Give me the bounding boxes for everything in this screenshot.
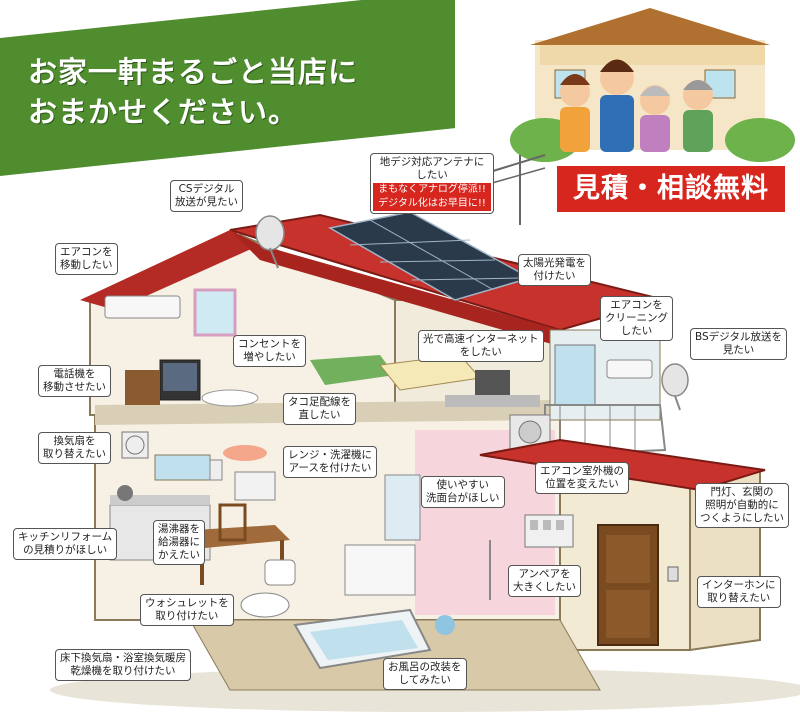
callout-text: 取り替えたい [43, 448, 106, 460]
upstairs-living [125, 288, 259, 407]
aircon-unit-right [606, 359, 653, 379]
callout-aircon-clean: エアコンを クリーニング したい [600, 296, 673, 341]
callout-outdoor-unit: エアコン室外機の 位置を変えたい [535, 462, 629, 494]
callout-text: 取り付けたい [155, 610, 219, 622]
callout-internet: 光で高速インターネット をしたい [418, 330, 544, 362]
callout-text: 移動したい [60, 259, 113, 271]
callout-text: エアコンを [60, 246, 113, 258]
callout-text: BSデジタル放送を [695, 331, 782, 343]
callout-outlet: コンセントを 増やしたい [233, 335, 306, 367]
intercom-icon [667, 566, 679, 582]
callout-text: クリーニング [605, 312, 668, 324]
callout-text: つくようにしたい [700, 512, 784, 524]
callout-text: 見たい [722, 344, 755, 356]
front-door [597, 524, 659, 646]
callout-vent-fan: 換気扇を 取り替えたい [38, 432, 111, 464]
headline-line-2: おまかせください。 [28, 95, 299, 129]
callout-antenna: 地デジ対応アンテナに したい まもなくアナログ停派!! デジタル化はお早目に!! [370, 153, 494, 214]
analog-warning-2: デジタル化はお早目に!! [373, 197, 491, 211]
aircon-unit-left [104, 295, 181, 319]
callout-text: 電話機を [53, 368, 96, 380]
callout-text: アースを付けたい [288, 462, 372, 474]
callout-kitchen-reform: キッチンリフォーム の見積りがほしい [13, 528, 118, 560]
callout-text: したい [620, 325, 653, 337]
analog-warning-1: まもなくアナログ停派!! [373, 183, 491, 197]
callout-text: インターホンに [702, 579, 776, 591]
washstand [344, 474, 421, 596]
callout-text: 放送が見たい [175, 196, 238, 208]
callout-water-heater: 湯沸器を 給湯器に かえたい [153, 520, 205, 565]
callout-text: 取り替えたい [707, 592, 771, 604]
callout-aircon-move: エアコンを 移動したい [55, 243, 118, 275]
callout-text: かえたい [158, 549, 200, 561]
toilet [240, 559, 296, 618]
callout-text: 床下換気扇・浴室換気暖房 [60, 652, 186, 664]
callout-text: 使いやすい [436, 479, 490, 491]
callout-text: 門灯、玄関の [710, 486, 774, 498]
callout-text: 太陽光発電を [523, 257, 586, 269]
callout-washlet: ウォシュレットを 取り付けたい [140, 594, 234, 626]
callout-cs-digital: CSデジタル 放送が見たい [170, 180, 243, 212]
callout-text: 付けたい [533, 270, 576, 282]
callout-text: をしたい [459, 346, 502, 358]
headline-line-1: お家一軒まるごと当店に [28, 55, 359, 89]
headline-text: お家一軒まるごと当店に おまかせください。 [28, 52, 358, 132]
callout-amperage: アンペアを 大きくしたい [508, 565, 581, 597]
callout-text: 給湯器に [158, 536, 200, 548]
callout-range-earth: レンジ・洗濯機に アースを付けたい [283, 446, 377, 478]
upstairs-bedroom [310, 354, 540, 407]
callout-text: したい [416, 169, 448, 181]
callout-text: お風呂の改装を [388, 661, 462, 673]
callout-phone: 電話機を 移動させたい [38, 365, 111, 397]
callout-intercom: インターホンに 取り替えたい [697, 576, 781, 608]
callout-text: 換気扇を [53, 435, 96, 447]
callout-text: タコ足配線を [288, 396, 351, 408]
free-estimate-badge: 見積・相談無料 [557, 166, 785, 212]
callout-text: 照明が自動的に [705, 499, 779, 511]
callout-text: の見積りがほしい [23, 544, 108, 556]
dining-table [195, 445, 290, 585]
callout-text: ウォシュレットを [145, 597, 229, 609]
callout-washstand: 使いやすい 洗面台がほしい [421, 476, 505, 508]
callout-text: してみたい [398, 674, 451, 686]
callout-bs-digital: BSデジタル放送を 見たい [690, 328, 787, 360]
callout-text: 地デジ対応アンテナに [379, 156, 485, 168]
callout-text: 光で高速インターネット [423, 333, 539, 345]
callout-bath-renovation: お風呂の改装を してみたい [383, 658, 467, 690]
callout-text: 増やしたい [243, 351, 296, 363]
callout-text: 湯沸器を [158, 523, 200, 535]
family-people-icon [560, 59, 713, 152]
callout-text: 直したい [298, 409, 341, 421]
callout-text: コンセントを [238, 338, 301, 350]
callout-text: エアコンを [610, 299, 663, 311]
callout-floor-fan: 床下換気扇・浴室換気暖房 乾燥機を取り付けたい [55, 649, 191, 681]
callout-solar: 太陽光発電を 付けたい [518, 254, 591, 286]
balcony [544, 329, 667, 457]
callout-text: 大きくしたい [513, 581, 576, 593]
breaker-panel [524, 514, 574, 548]
callout-text: 位置を変えたい [545, 478, 619, 490]
callout-text: キッチンリフォーム [18, 531, 113, 543]
callout-text: レンジ・洗濯機に [288, 449, 372, 461]
bs-dish-icon [661, 363, 689, 411]
callout-text: 洗面台がほしい [426, 492, 500, 504]
callout-text: 移動させたい [43, 381, 106, 393]
callout-text: アンペアを [518, 568, 571, 580]
cs-dish-icon [255, 215, 285, 269]
callout-text: CSデジタル [178, 183, 235, 195]
callout-tako-wiring: タコ足配線を 直したい [283, 393, 356, 425]
callout-text: 乾燥機を取り付けたい [70, 665, 176, 677]
callout-text: エアコン室外機の [540, 465, 624, 477]
callout-gate-light: 門灯、玄関の 照明が自動的に つくようにしたい [695, 483, 789, 528]
bathtub [293, 540, 491, 670]
